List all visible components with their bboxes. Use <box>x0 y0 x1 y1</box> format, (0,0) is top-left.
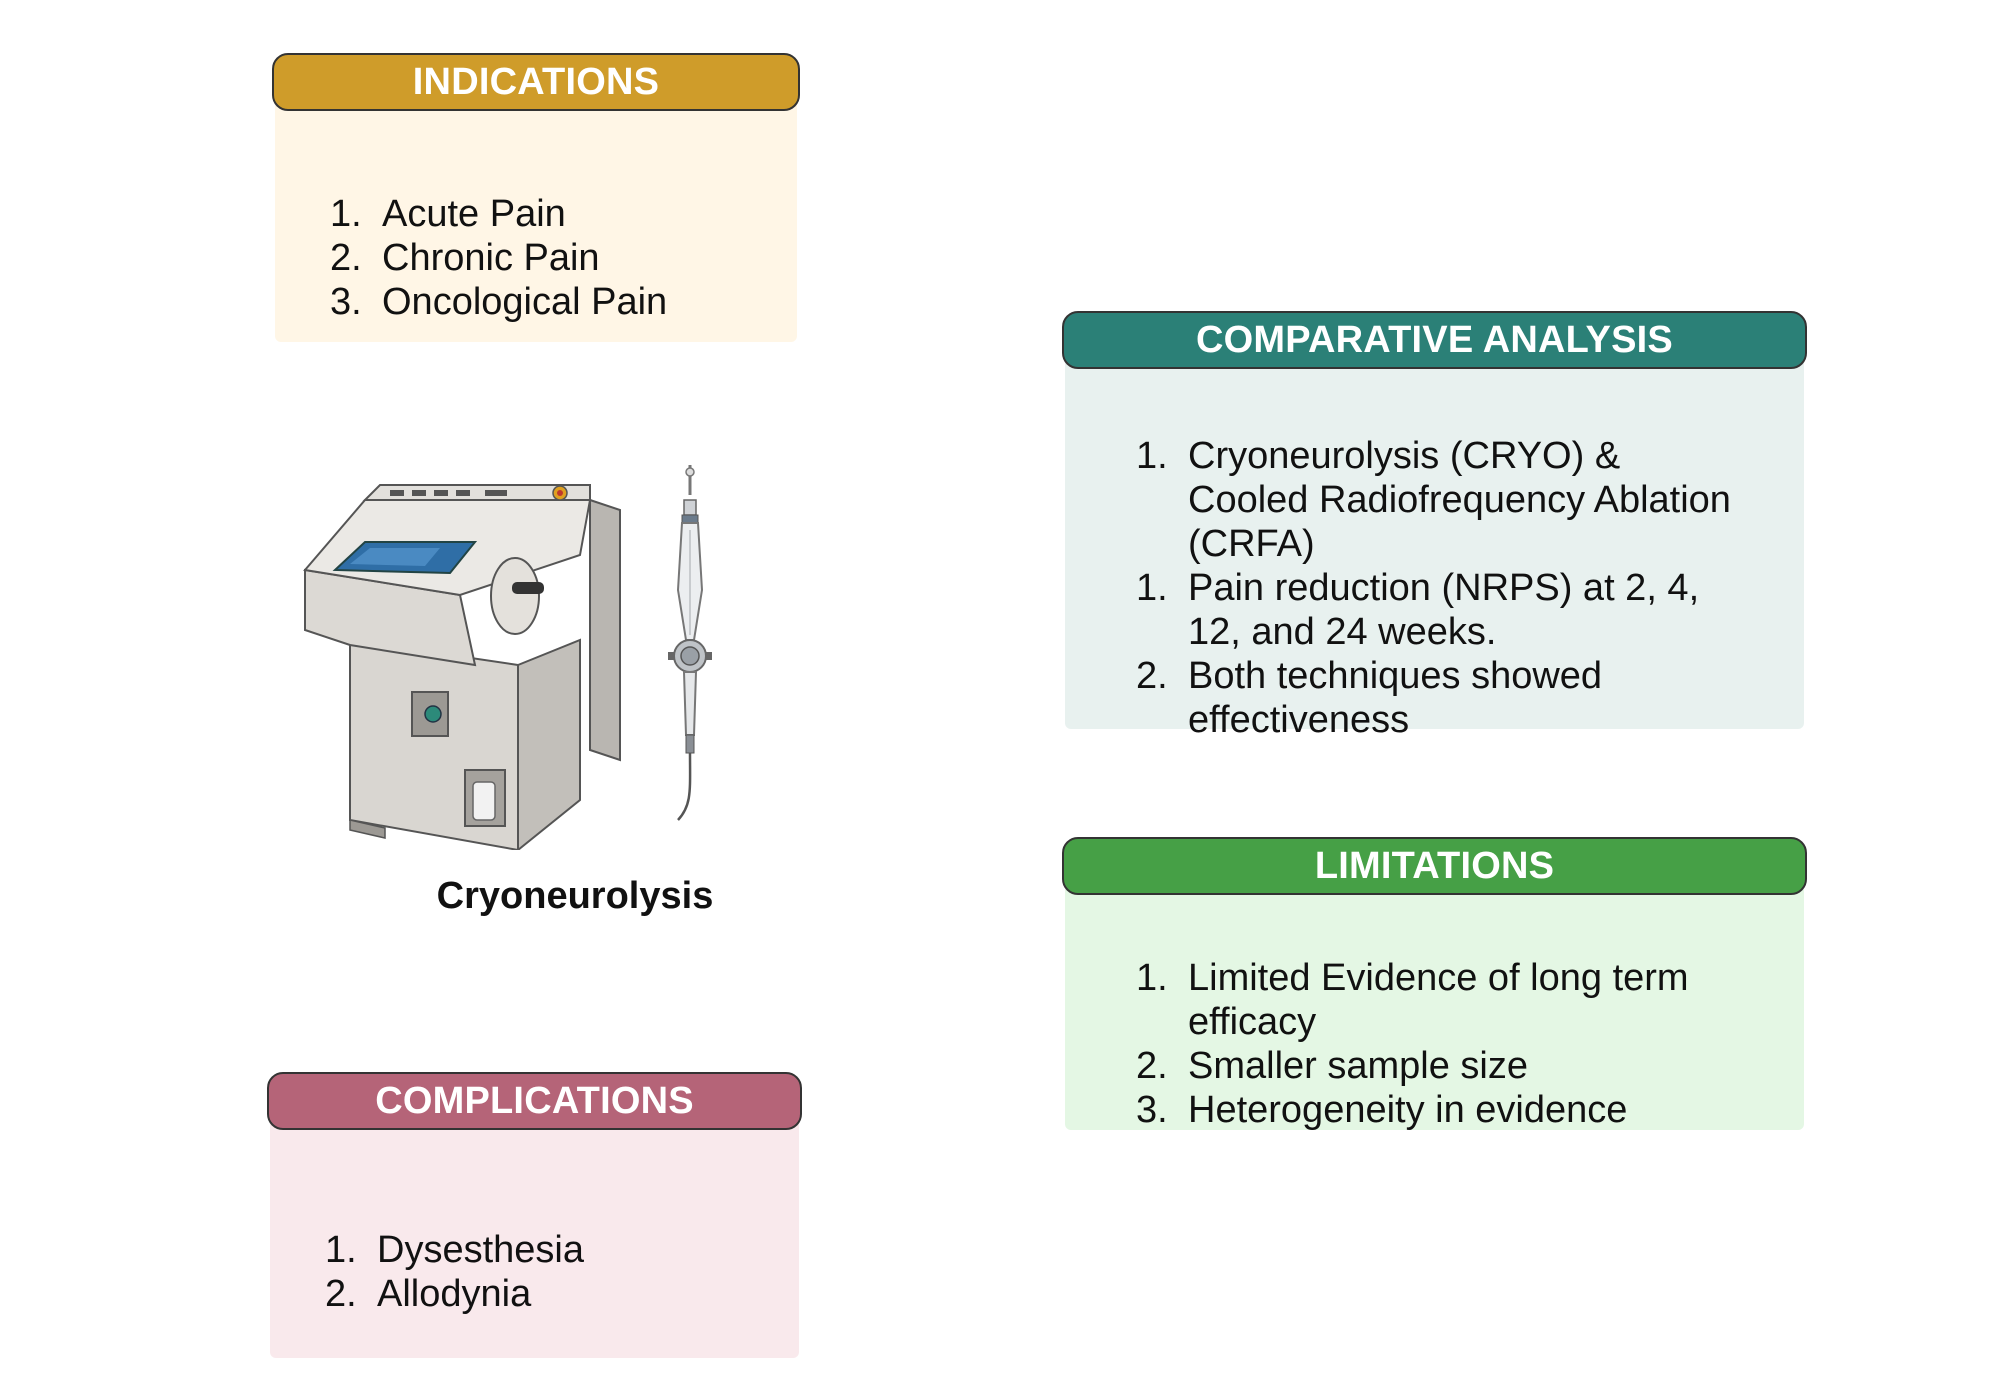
indications-body: 1.Acute Pain 2.Chronic Pain 3.Oncologica… <box>275 93 797 342</box>
list-item: 1.Dysesthesia <box>325 1229 584 1271</box>
device-caption: Cryoneurolysis <box>436 875 714 917</box>
list-item: 1.Acute Pain <box>330 193 566 235</box>
complications-header: COMPLICATIONS <box>267 1072 802 1130</box>
list-item: 1. Cryoneurolysis (CRYO) & Cooled Radiof… <box>1136 435 1731 565</box>
list-item: 3. Heterogeneity in evidence <box>1136 1089 1628 1131</box>
indications-list: 1.Acute Pain 2.Chronic Pain 3.Oncologica… <box>330 192 770 324</box>
cryo-probe-icon <box>668 465 712 821</box>
comparative-analysis-header: COMPARATIVE ANALYSIS <box>1062 311 1807 369</box>
complications-card: COMPLICATIONS 1.Dysesthesia 2.Allodynia <box>267 1072 802 1358</box>
list-item: 2. Both techniques showed effectiveness <box>1136 655 1603 741</box>
limitations-body: 1. Limited Evidence of long term efficac… <box>1065 877 1804 1132</box>
indications-card: INDICATIONS 1.Acute Pain 2.Chronic Pain … <box>272 53 800 342</box>
list-item: 3.Oncological Pain <box>330 281 668 323</box>
list-item: 2.Chronic Pain <box>330 237 600 279</box>
indications-header: INDICATIONS <box>272 53 800 111</box>
complications-body: 1.Dysesthesia 2.Allodynia <box>270 1112 799 1358</box>
list-item: 1. Pain reduction (NRPS) at 2, 4, 12, an… <box>1136 567 1700 653</box>
limitations-card: LIMITATIONS 1. Limited Evidence of long … <box>1062 837 1807 1132</box>
comparative-analysis-card: COMPARATIVE ANALYSIS 1. Cryoneurolysis (… <box>1062 311 1807 741</box>
list-item: 2.Allodynia <box>325 1273 532 1315</box>
comparative-analysis-list: 1. Cryoneurolysis (CRYO) & Cooled Radiof… <box>1136 434 1776 742</box>
list-item: 1. Limited Evidence of long term efficac… <box>1136 957 1689 1043</box>
comparative-analysis-body: 1. Cryoneurolysis (CRYO) & Cooled Radiof… <box>1065 351 1804 741</box>
complications-list: 1.Dysesthesia 2.Allodynia <box>325 1228 765 1316</box>
limitations-header: LIMITATIONS <box>1062 837 1807 895</box>
list-item: 2. Smaller sample size <box>1136 1045 1528 1087</box>
cryo-machine-icon <box>303 484 621 850</box>
cryoneurolysis-illustration <box>303 465 712 850</box>
limitations-list: 1. Limited Evidence of long term efficac… <box>1136 956 1776 1132</box>
